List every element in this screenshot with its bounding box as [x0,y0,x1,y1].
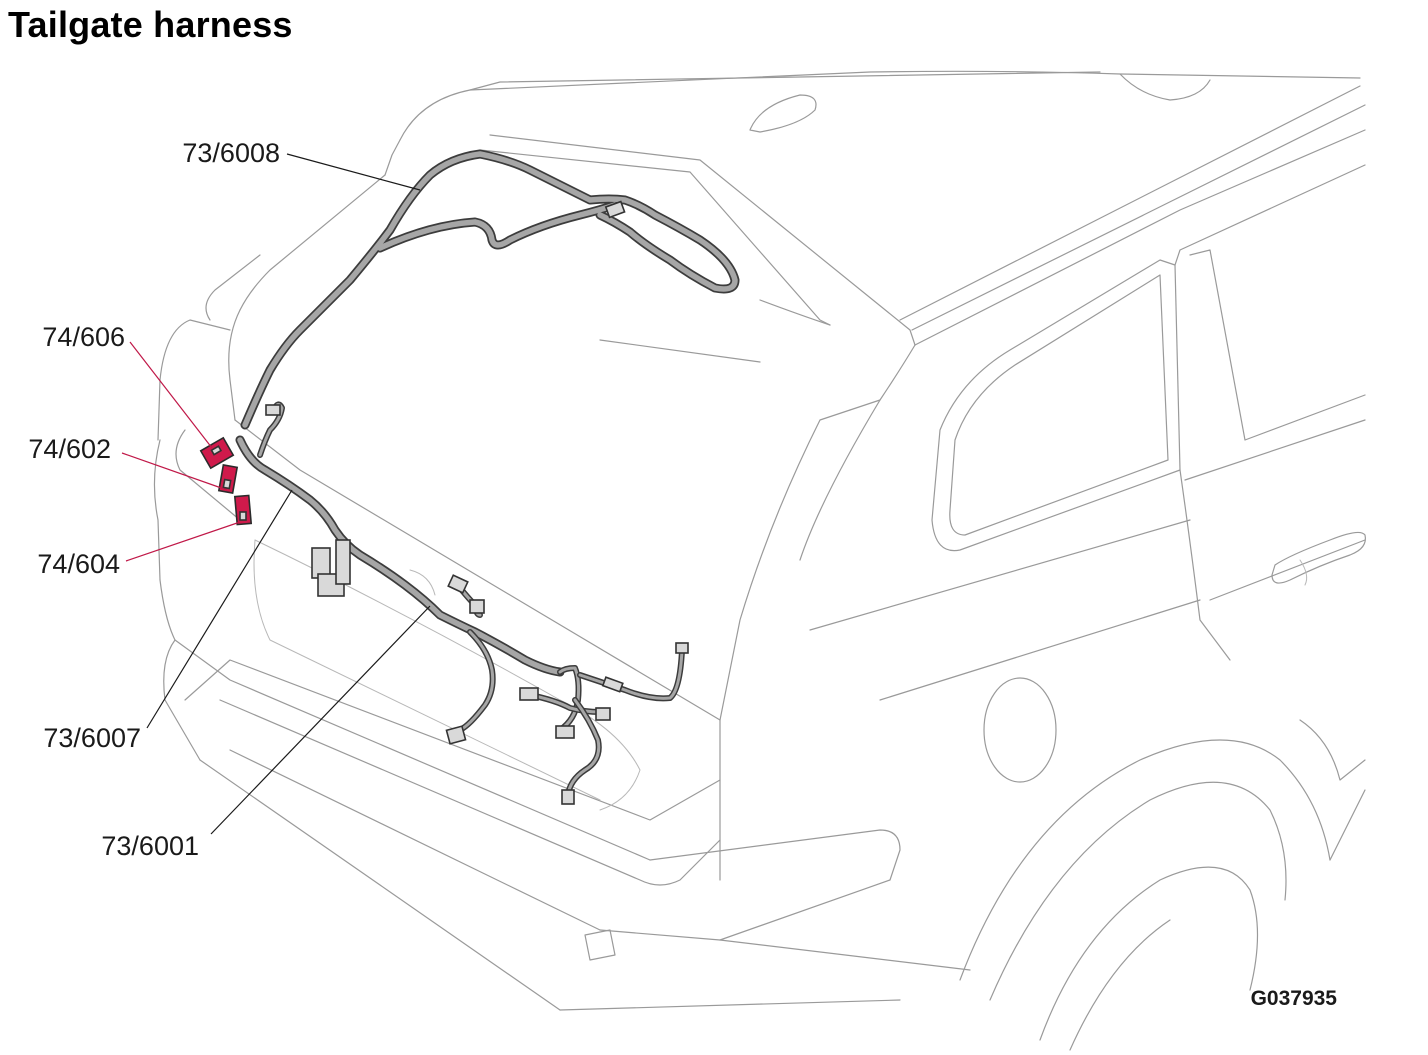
diagram-title: Tailgate harness [8,4,293,45]
callout-74-606: 74/606 [42,322,125,352]
harness-connectors [265,404,689,805]
callout-73-6001: 73/6001 [101,831,199,861]
harness-73-6008-wiring [240,149,740,430]
vehicle-outline [153,70,1367,1051]
figure-id: G037935 [1251,987,1338,1010]
harness-73-6001-wiring [235,435,565,677]
callout-74-604: 74/604 [37,549,120,579]
callout-73-6007: 73/6007 [43,723,141,753]
highlighted-connectors [199,436,253,526]
callout-74-602: 74/602 [28,434,111,464]
callout-labels: 73/6008 74/606 74/602 74/604 73/6007 73/… [28,138,280,861]
connector-74-604 [233,494,253,526]
leader-lines [121,153,431,835]
callout-73-6008: 73/6008 [182,138,280,168]
